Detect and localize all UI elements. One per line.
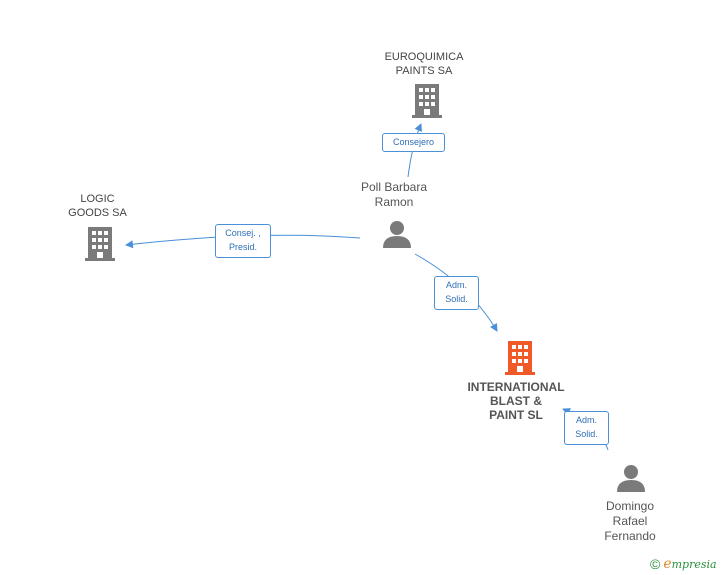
company-label-logic: LOGIC GOODS SA <box>68 193 127 219</box>
person-icon[interactable] <box>616 464 646 492</box>
brand-footer[interactable]: © e mpresia <box>650 556 717 572</box>
copyright-symbol: © <box>650 556 661 572</box>
person-icon[interactable] <box>382 220 412 248</box>
company-label-euroquimica: EUROQUIMICA PAINTS SA <box>384 51 464 77</box>
building-icon[interactable] <box>85 227 115 261</box>
edge-label-consejero[interactable]: Consejero <box>382 133 445 152</box>
edge-label-adm-solid[interactable]: Adm. Solid. <box>434 276 479 310</box>
brand-logo-initial: e <box>663 556 672 572</box>
building-icon[interactable] <box>505 341 535 375</box>
person-label-poll: Poll Barbara Ramon <box>360 180 428 209</box>
company-label-international: INTERNATIONAL BLAST & PAINT SL <box>467 380 565 422</box>
edge-label-adm-solid[interactable]: Adm. Solid. <box>564 411 609 445</box>
person-label-domingo: Domingo Rafael Fernando <box>604 499 656 543</box>
brand-logo-text: mpresia <box>671 557 717 571</box>
edge-label-consej-presid[interactable]: Consej. , Presid. <box>215 224 271 258</box>
building-icon[interactable] <box>412 84 442 118</box>
